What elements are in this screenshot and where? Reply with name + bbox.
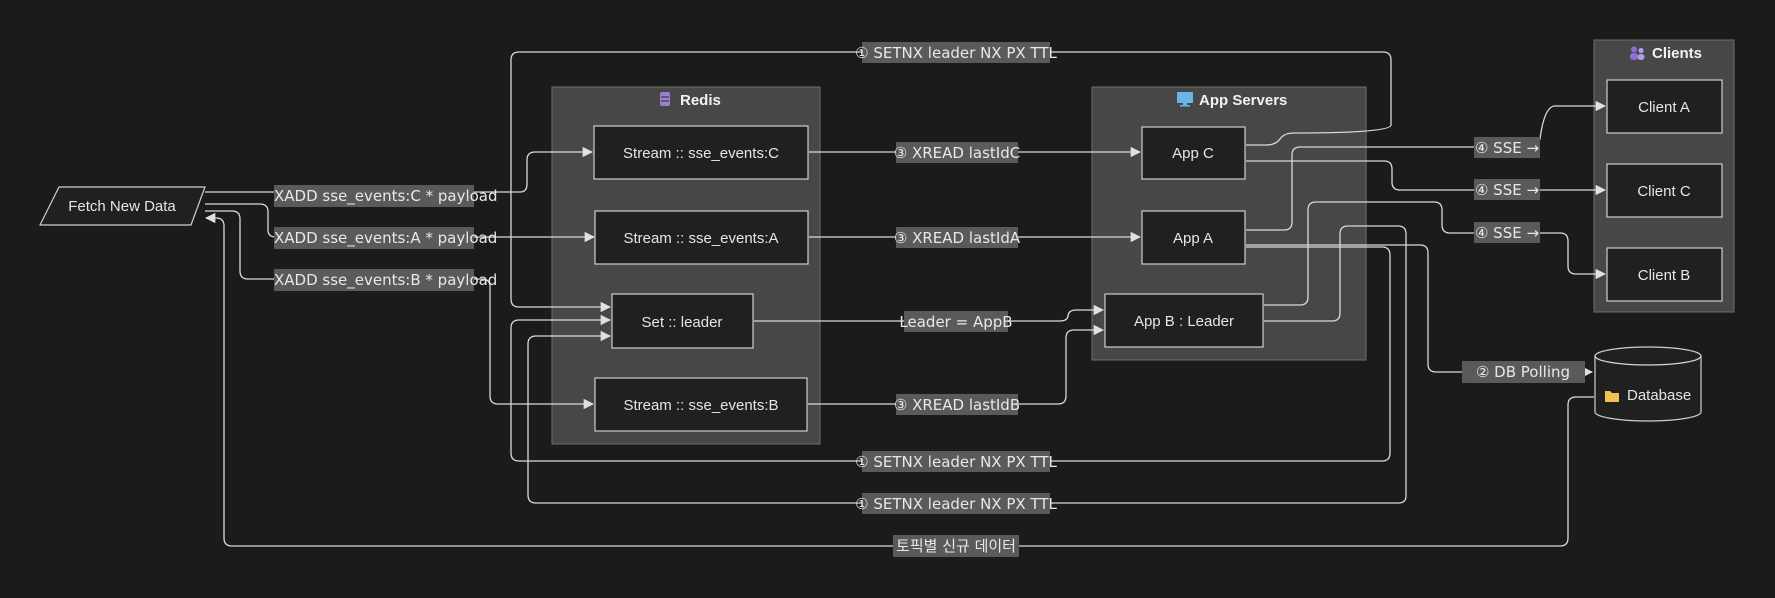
xadd-a-label: XADD sse_events:A * payload xyxy=(274,227,497,249)
svg-text:④ SSE →: ④ SSE → xyxy=(1475,139,1539,157)
app-a-label: App A xyxy=(1173,230,1213,247)
monitor-icon xyxy=(1177,92,1193,107)
app-a-node: App A xyxy=(1141,210,1246,265)
svg-text:① SETNX leader NX PX TTL: ① SETNX leader NX PX TTL xyxy=(855,44,1057,62)
svg-text:XADD sse_events:B * payload: XADD sse_events:B * payload xyxy=(274,271,497,290)
client-c-label: Client C xyxy=(1637,183,1691,200)
stream-c-label: Stream :: sse_events:C xyxy=(623,145,779,162)
stream-b-node: Stream :: sse_events:B xyxy=(594,377,808,432)
fetch-new-data-node: Fetch New Data xyxy=(39,186,206,226)
set-leader-node: Set :: leader xyxy=(611,293,754,349)
db-polling-label: ② DB Polling xyxy=(1462,361,1585,383)
app-servers-cluster-title: App Servers xyxy=(1199,92,1287,109)
svg-text:토픽별 신규 데이터: 토픽별 신규 데이터 xyxy=(896,537,1016,555)
svg-text:① SETNX leader NX PX TTL: ① SETNX leader NX PX TTL xyxy=(855,495,1057,513)
sse-a-label: ④ SSE → xyxy=(1474,137,1540,158)
app-c-node: App C xyxy=(1141,126,1246,180)
svg-text:XADD sse_events:C * payload: XADD sse_events:C * payload xyxy=(274,187,498,206)
svg-text:XADD sse_events:A * payload: XADD sse_events:A * payload xyxy=(274,229,497,248)
clients-cluster-title: Clients xyxy=(1652,45,1702,62)
svg-text:④ SSE →: ④ SSE → xyxy=(1475,224,1539,242)
people-icon xyxy=(1630,46,1645,60)
svg-text:③ XREAD lastIdB: ③ XREAD lastIdB xyxy=(894,396,1020,414)
client-b-node: Client B xyxy=(1606,247,1723,302)
stream-a-node: Stream :: sse_events:A xyxy=(594,210,809,265)
xadd-c-label: XADD sse_events:C * payload xyxy=(274,185,498,207)
edge-labels: ① SETNX leader NX PX TTL XADD sse_events… xyxy=(274,42,1585,557)
app-b-leader-node: App B : Leader xyxy=(1104,293,1264,348)
svg-text:③ XREAD lastIdC: ③ XREAD lastIdC xyxy=(894,144,1020,162)
app-b-leader-label: App B : Leader xyxy=(1134,313,1234,330)
svg-text:① SETNX leader NX PX TTL: ① SETNX leader NX PX TTL xyxy=(855,453,1057,471)
database-label: Database xyxy=(1627,387,1691,404)
setnx-bottom-label: ① SETNX leader NX PX TTL xyxy=(855,493,1057,514)
svg-text:Leader = AppB: Leader = AppB xyxy=(899,313,1012,331)
xadd-b-label: XADD sse_events:B * payload xyxy=(274,269,497,291)
folder-icon xyxy=(1605,391,1619,402)
client-a-label: Client A xyxy=(1638,99,1690,116)
redis-cluster-title: Redis xyxy=(680,92,721,109)
stream-c-node: Stream :: sse_events:C xyxy=(593,125,809,180)
client-c-node: Client C xyxy=(1606,163,1723,218)
xread-a-label: ③ XREAD lastIdA xyxy=(894,227,1021,248)
sse-c-label: ④ SSE → xyxy=(1474,179,1540,200)
setnx-mid-label: ① SETNX leader NX PX TTL xyxy=(855,451,1057,472)
svg-text:② DB Polling: ② DB Polling xyxy=(1476,363,1570,381)
xread-b-label: ③ XREAD lastIdB xyxy=(894,394,1020,415)
client-b-label: Client B xyxy=(1638,267,1691,284)
svg-text:③ XREAD lastIdA: ③ XREAD lastIdA xyxy=(894,229,1021,247)
stream-b-label: Stream :: sse_events:B xyxy=(623,397,778,414)
leader-appb-label: Leader = AppB xyxy=(899,311,1013,332)
setnx-top-label: ① SETNX leader NX PX TTL xyxy=(855,42,1057,63)
database-icon xyxy=(660,92,670,106)
fetch-new-data-label: Fetch New Data xyxy=(68,198,176,215)
database-node: Database xyxy=(1594,346,1702,422)
xread-c-label: ③ XREAD lastIdC xyxy=(894,142,1020,163)
client-a-node: Client A xyxy=(1606,79,1723,134)
set-leader-label: Set :: leader xyxy=(642,314,723,331)
sse-b-label: ④ SSE → xyxy=(1474,222,1540,243)
app-c-label: App C xyxy=(1172,145,1214,162)
svg-text:④ SSE →: ④ SSE → xyxy=(1475,181,1539,199)
stream-a-label: Stream :: sse_events:A xyxy=(623,230,778,247)
topic-data-label: 토픽별 신규 데이터 xyxy=(893,535,1019,557)
